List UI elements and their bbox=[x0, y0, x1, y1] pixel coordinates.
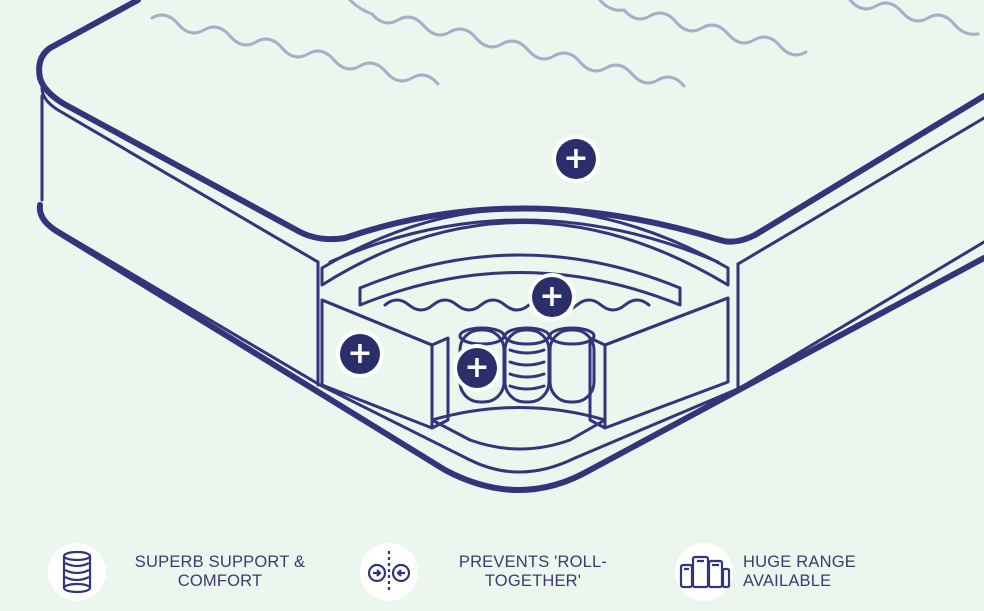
fibre-wave bbox=[383, 298, 651, 312]
plus-icon: + bbox=[457, 348, 497, 388]
mattress-side-left bbox=[40, 94, 740, 390]
badge bbox=[48, 543, 106, 601]
feature-label: PREVENTS 'ROLL-TOGETHER' bbox=[458, 553, 608, 590]
roll-together-icon bbox=[367, 551, 411, 593]
badge bbox=[360, 543, 418, 601]
comfort-layer-outline bbox=[320, 207, 730, 287]
edge-block-right bbox=[588, 296, 730, 430]
feature-support: SUPERB SUPPORT & COMFORT bbox=[48, 540, 328, 601]
feature-label: HUGE RANGE AVAILABLE bbox=[743, 553, 856, 590]
comfort-layer-inner bbox=[328, 218, 720, 307]
plus-icon: + bbox=[532, 277, 572, 317]
hotspot-edge-support[interactable]: + bbox=[336, 330, 384, 378]
plus-icon: + bbox=[340, 334, 380, 374]
mattress-border-top bbox=[40, 86, 984, 266]
feature-label: SUPERB SUPPORT & COMFORT bbox=[134, 553, 306, 590]
mattress-range-icon bbox=[679, 555, 731, 589]
mattress-bottom-inner bbox=[42, 220, 984, 474]
mattress-top-outline bbox=[36, 0, 984, 245]
spring-cavity bbox=[320, 296, 730, 451]
feature-roll-together: PREVENTS 'ROLL-TOGETHER' bbox=[360, 540, 660, 601]
hotspot-fibre-layer[interactable]: + bbox=[528, 273, 576, 321]
coil-spring-icon bbox=[62, 550, 92, 594]
hotspot-pocket-springs[interactable]: + bbox=[453, 344, 501, 392]
plus-icon: + bbox=[556, 139, 596, 179]
hotspot-comfort-layer[interactable]: + bbox=[552, 135, 600, 183]
feature-range: HUGE RANGE AVAILABLE bbox=[675, 540, 975, 601]
mattress-bottom-outline bbox=[36, 202, 984, 493]
badge bbox=[675, 543, 733, 601]
quilt-stitching bbox=[150, 0, 980, 88]
edge-block-left bbox=[320, 298, 450, 430]
mattress-cutaway-illustration bbox=[36, 0, 984, 493]
